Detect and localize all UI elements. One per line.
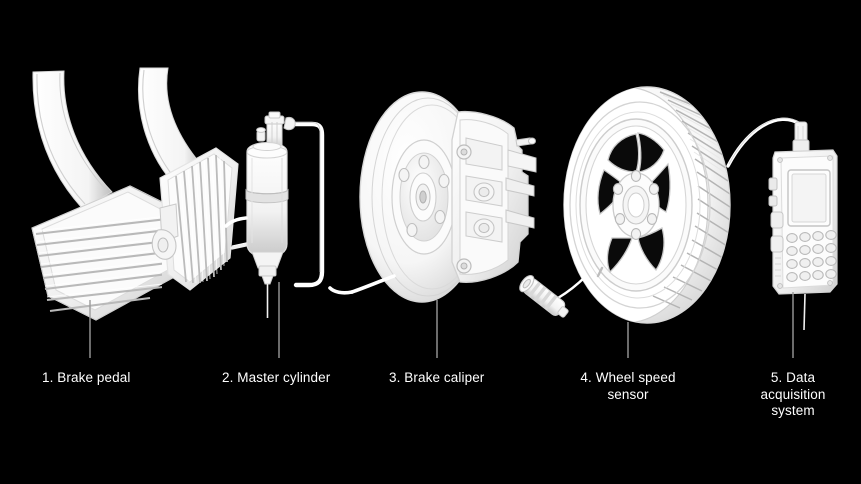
callout-label-master-cylinder: 2. Master cylinder xyxy=(222,370,331,385)
callout-label-brake-pedal: 1. Brake pedal xyxy=(42,370,131,385)
pedal-pad-ribs-left xyxy=(35,214,162,313)
callout-leader-lines xyxy=(89,282,794,358)
callout-label-brake-caliper: 3. Brake caliper xyxy=(389,370,485,385)
wheel-lug-nuts xyxy=(612,170,660,240)
brake-rotor-caliper-assembly xyxy=(328,91,537,303)
lug-bolt-holes xyxy=(398,154,450,238)
data-acquisition-handheld xyxy=(726,117,838,331)
callout-label-wheel-speed-sensor: 4. Wheel speed sensor xyxy=(580,370,676,402)
callout-label-data-acquisition-system: 5. Data acquisition system xyxy=(760,370,826,418)
brake-pedal-assembly xyxy=(31,67,286,321)
pedal-pad-ribs-right xyxy=(175,154,228,284)
wheel-speed-sensor-probe xyxy=(519,274,588,318)
master-cylinder-assembly xyxy=(224,111,325,318)
device-keypad xyxy=(786,230,837,282)
wheel-tire-assembly xyxy=(563,86,731,324)
